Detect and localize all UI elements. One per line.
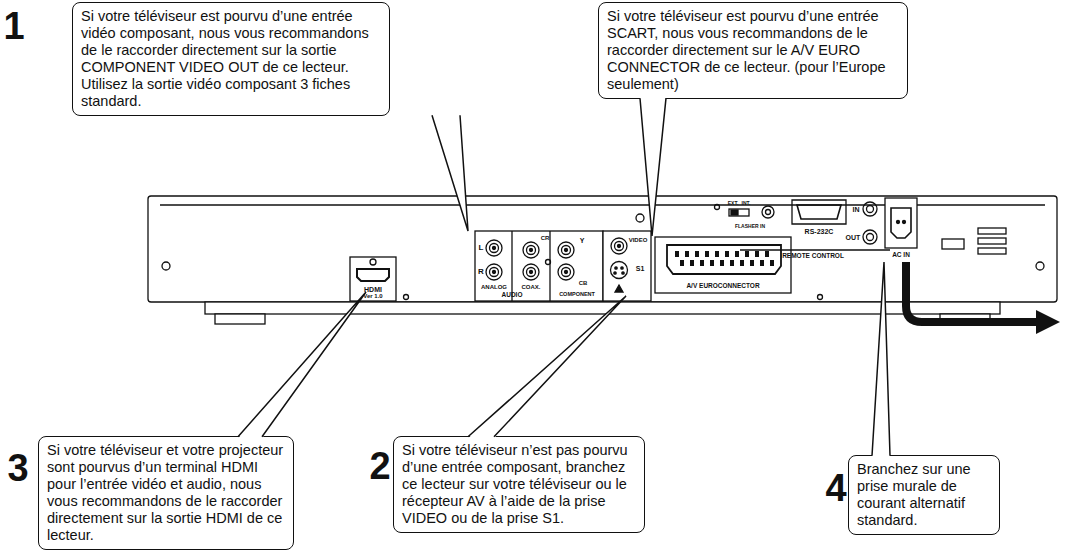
callout-tail — [468, 296, 626, 438]
flasher-jack — [766, 210, 771, 215]
s-video-jack — [611, 262, 628, 279]
port-label: COMPONENT — [559, 292, 595, 298]
screw — [1036, 262, 1044, 270]
hdmi-panel — [350, 257, 396, 301]
remote-divider — [740, 249, 890, 250]
screw — [370, 259, 376, 265]
video-panel — [603, 231, 651, 301]
port-label: INT. — [742, 201, 751, 206]
port-label: Ver 1.0 — [363, 293, 382, 299]
vent — [978, 248, 1006, 254]
screw — [162, 262, 170, 270]
hdmi-port — [357, 269, 389, 281]
port-label: VIDEO — [629, 237, 648, 243]
callout-box: Si votre téléviseur est pourvu d’une ent… — [598, 2, 908, 99]
callout-number: 3 — [7, 449, 28, 487]
screw — [636, 214, 644, 222]
callout-number: 2 — [369, 447, 390, 485]
callout-box: Branchez sur une prise murale de courant… — [848, 455, 1000, 535]
callout-tail — [238, 292, 366, 438]
vent — [978, 238, 1006, 244]
port-label: R — [478, 268, 484, 276]
foot — [215, 314, 265, 324]
callout-tail — [432, 114, 468, 231]
port-label: AC IN — [892, 252, 910, 259]
flasher-jack — [762, 206, 774, 218]
port-label: Y — [580, 237, 585, 244]
callout-tail — [640, 97, 666, 236]
hole — [818, 295, 823, 300]
port-label: OUT — [846, 234, 861, 241]
ac-inlet-frame — [885, 198, 917, 248]
callout-leader — [468, 296, 626, 437]
port-label: FLASHER IN — [735, 224, 765, 229]
divider — [511, 231, 512, 301]
vent — [942, 239, 964, 249]
callout-box: Si votre téléviseur n’est pas pourvu d’u… — [393, 436, 645, 533]
callout-text: Si votre téléviseur n’est pas pourvu d’u… — [402, 442, 636, 527]
player-body — [148, 196, 1057, 302]
vent — [978, 228, 1006, 234]
hole — [715, 205, 720, 210]
callout-leader — [238, 292, 366, 437]
player-base — [205, 302, 1000, 314]
rs232c-port — [797, 205, 841, 219]
callout-box: Si votre téléviseur et votre projecteur … — [38, 436, 294, 550]
remote-jacks — [863, 202, 877, 244]
video-jack — [611, 238, 627, 254]
port-label: IN — [853, 206, 860, 213]
callout-leader — [432, 115, 468, 231]
port-label: EXT. — [728, 201, 739, 206]
hole — [404, 295, 409, 300]
callout-text: Si votre téléviseur est pourvu d’une ent… — [607, 8, 899, 93]
callout-text: Branchez sur une prise murale de courant… — [857, 461, 991, 529]
callout-number: 4 — [825, 469, 846, 507]
port-label: CB — [579, 280, 588, 286]
scart-pins — [675, 251, 774, 266]
port-label: ANALOG — [481, 284, 507, 290]
callout-leader — [872, 262, 890, 456]
callout-tail — [872, 262, 890, 457]
rca-jacks — [486, 240, 574, 280]
ac-inlet — [891, 208, 911, 238]
port-label: REMOTE CONTROL — [782, 253, 844, 260]
switch-knob — [731, 210, 738, 215]
port-label: AUDIO — [502, 292, 523, 299]
port-label: S1 — [636, 265, 645, 272]
rs232c-frame — [792, 200, 846, 224]
port-label: A/V EUROCONNECTOR — [686, 283, 759, 290]
callout-box: Si votre téléviseur est pourvu d’une ent… — [72, 2, 390, 116]
screw — [546, 260, 551, 265]
power-arrow — [906, 262, 1040, 322]
callout-text: Si votre téléviseur et votre projecteur … — [47, 442, 285, 544]
audio-panel — [475, 231, 603, 301]
power-arrowhead — [1036, 310, 1060, 334]
port-label: CR — [541, 235, 550, 241]
ext-int-switch — [729, 209, 749, 216]
port-label: L — [479, 244, 484, 252]
port-label: HDMI — [364, 286, 382, 293]
divider — [549, 231, 550, 301]
callout-leader — [640, 98, 666, 236]
callout-number: 1 — [3, 7, 24, 45]
callout-text: Si votre téléviseur est pourvu d’une ent… — [81, 8, 381, 110]
euro-panel — [655, 237, 791, 293]
port-label: COAX. — [521, 284, 540, 290]
triangle-mark — [615, 285, 623, 292]
port-label: RS-232C — [805, 228, 834, 235]
